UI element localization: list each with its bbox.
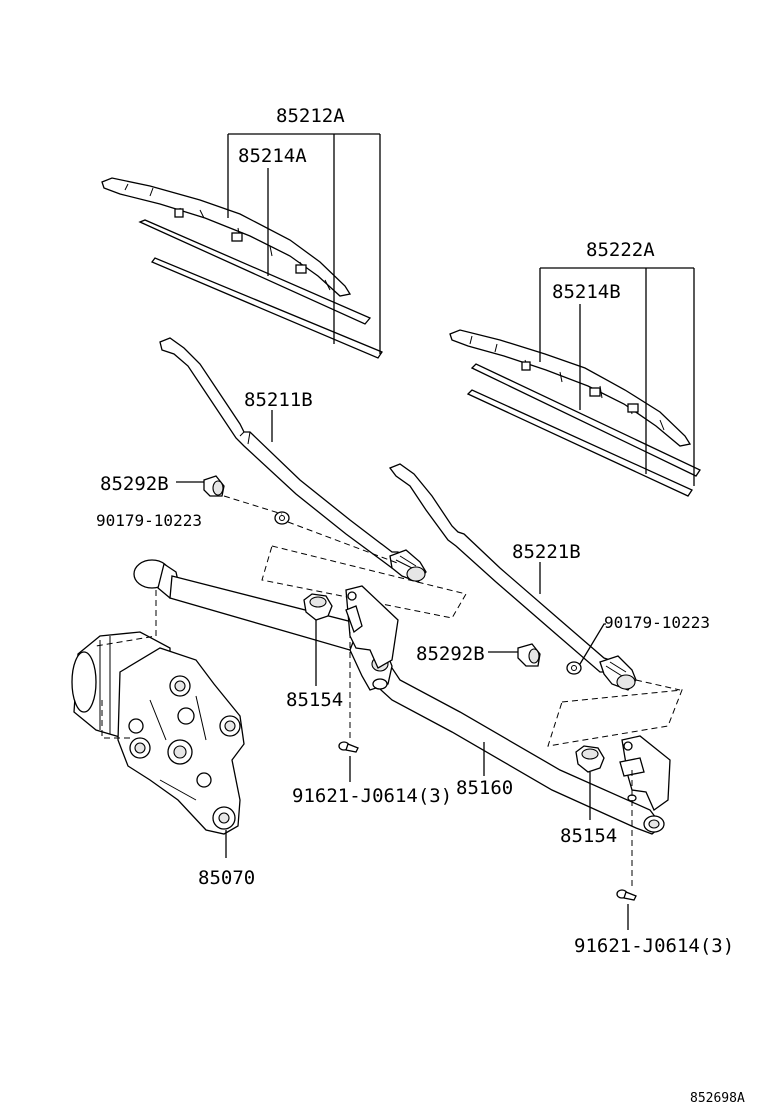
leader-90179-left [579, 623, 606, 665]
label-cap-right: 85292B [100, 473, 169, 495]
label-pivot-left: 85154 [560, 825, 617, 847]
pivot-left [575, 745, 605, 773]
bolt-left [616, 889, 637, 901]
label-blade-rubber-left: 85214B [552, 281, 621, 303]
dashed-outline-left [547, 689, 683, 747]
wiper-blade-right [101, 177, 383, 359]
nut-left [566, 661, 582, 675]
wiper-motor [71, 631, 245, 835]
wiper-blade-left [449, 329, 701, 497]
dashed-outline-right [261, 545, 467, 619]
cap-left [517, 643, 541, 667]
figure-code: 852698A [690, 1091, 745, 1106]
label-motor: 85070 [198, 867, 255, 889]
bolt-right [338, 741, 359, 753]
leader-85222a [539, 267, 695, 486]
dashed-motor-link [95, 590, 157, 739]
label-blade-assembly-right: 85212A [276, 105, 345, 127]
pivot-right [303, 593, 333, 621]
wiper-arm-right [159, 337, 427, 583]
label-blade-rubber-right: 85214A [238, 145, 307, 167]
label-cap-left: 85292B [416, 643, 485, 665]
wiper-linkage [133, 559, 671, 835]
label-link: 85160 [456, 777, 513, 799]
label-nut-left: 90179-10223 [604, 613, 710, 632]
wiper-arm-left [388, 463, 637, 691]
label-pivot-right: 85154 [286, 689, 343, 711]
label-blade-assembly-left: 85222A [586, 239, 655, 261]
nut-right [274, 511, 290, 525]
cap-right [203, 475, 225, 497]
label-arm-right: 85211B [244, 389, 313, 411]
label-bolt-right: 91621-J0614(3) [292, 785, 452, 807]
label-arm-left: 85221B [512, 541, 581, 563]
label-nut-right: 90179-10223 [96, 511, 202, 530]
label-bolt-left: 91621-J0614(3) [574, 935, 734, 957]
leader-85212a [227, 133, 381, 354]
